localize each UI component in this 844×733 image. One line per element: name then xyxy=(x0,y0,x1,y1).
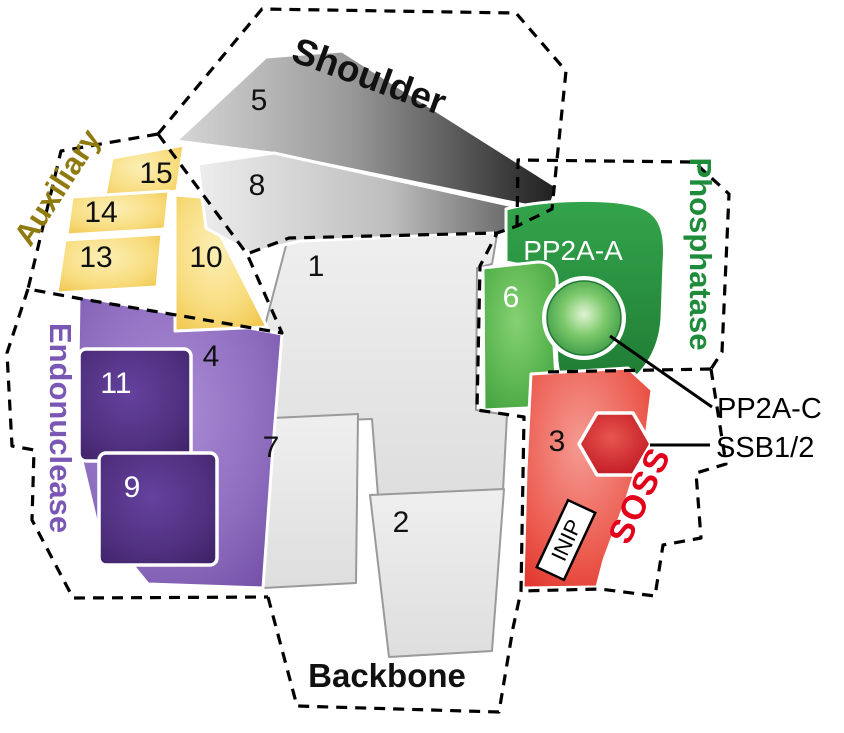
subunit-13-shape xyxy=(55,232,164,295)
subunit-9-shape xyxy=(97,451,219,567)
pp2a-c-shape xyxy=(546,280,622,356)
module-label-phosphatase: Phosphatase xyxy=(683,158,718,351)
subunit-15-shape xyxy=(102,143,186,203)
subunit-4-label: 4 xyxy=(203,340,220,373)
phosphatase-soss-divider xyxy=(544,367,712,374)
soss-boundary xyxy=(520,368,728,598)
pp2a-c-label: PP2A-C xyxy=(717,393,822,425)
module-label-backbone: Backbone xyxy=(308,657,466,694)
subunit-6-label: 6 xyxy=(503,281,520,314)
auxiliary-boundary xyxy=(26,132,284,335)
subunit-10-label: 10 xyxy=(189,241,222,274)
backbone-boundary xyxy=(266,232,526,714)
subunit-10-shape xyxy=(173,193,269,333)
subunit-9-label: 9 xyxy=(124,471,141,504)
module-label-endonuclease: Endonuclease xyxy=(43,323,78,533)
pp2a-a-label: PP2A-A xyxy=(523,235,623,266)
ssb12-hexagon-shape xyxy=(577,411,653,477)
shoulder-boundary xyxy=(156,7,568,256)
subunit-13-label: 13 xyxy=(79,241,112,274)
subunit-1-label: 1 xyxy=(308,250,325,283)
subunit-2-shape xyxy=(369,488,505,658)
ssb12-label: SSB1/2 xyxy=(716,432,814,464)
pp2a-c-pointer-line xyxy=(609,334,713,409)
subunit-2-label: 2 xyxy=(393,506,410,539)
subunit-15-label: 15 xyxy=(139,157,172,190)
subunit-11-label: 11 xyxy=(100,367,131,400)
subunit-14-label: 14 xyxy=(84,196,117,229)
subunit-7-label: 7 xyxy=(263,431,280,464)
subunit-8-label: 8 xyxy=(249,169,266,202)
subunit-14-shape xyxy=(65,189,171,237)
endonuclease-boundary xyxy=(5,288,269,600)
subunit-11-shape xyxy=(77,347,193,463)
subunit-3-label: 3 xyxy=(549,425,566,458)
subunit-5-label: 5 xyxy=(251,84,268,117)
